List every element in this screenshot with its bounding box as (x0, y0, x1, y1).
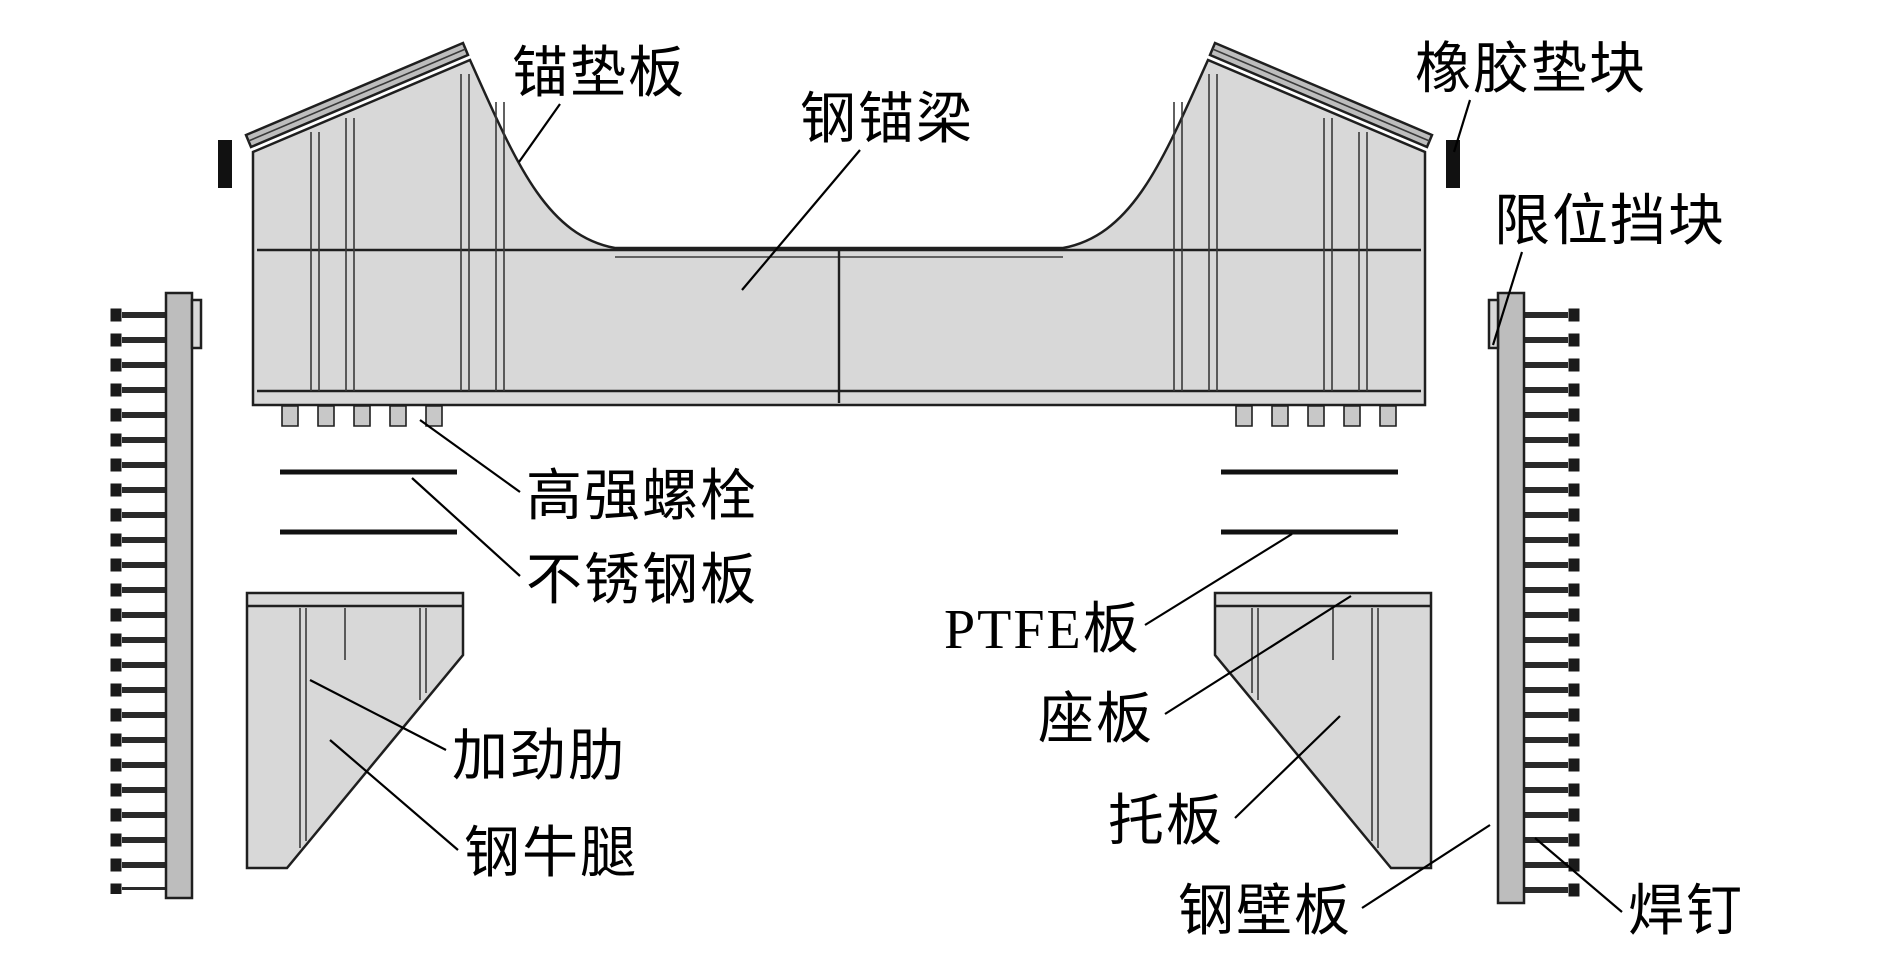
corbel-left-stiffeners (299, 608, 427, 848)
leader-limit-stop-block (1491, 251, 1524, 346)
anchor-pad-plate-left-line (248, 48, 466, 142)
label-seat-plate: 座板 (1038, 689, 1154, 751)
leader-lines (309, 99, 1623, 913)
limit-stop-block-right (1487, 298, 1500, 350)
label-steel-anchor-beam: 钢锚梁 (800, 89, 974, 151)
high-strength-bolts-right (1235, 405, 1397, 427)
beam-stiffeners-left (310, 74, 505, 391)
high-strength-bolts-left (281, 405, 443, 427)
label-ptfe-plate: PTFE板 (944, 599, 1141, 661)
anchor-pad-plate-right-line (1212, 48, 1430, 142)
leader-steel-corbel (329, 739, 459, 851)
label-limit-stop-block: 限位挡块 (1494, 191, 1726, 253)
text-labels: 锚垫板 钢锚梁 橡胶垫块 限位挡块 高强螺栓 不锈钢板 PTFE板 座板 托板 … (452, 39, 1744, 943)
wall-tab-left (190, 298, 203, 350)
steel-corbel-left (245, 591, 465, 870)
leader-weld-stud (1534, 837, 1623, 913)
label-stainless-steel-plate: 不锈钢板 (526, 550, 758, 612)
label-steel-corbel: 钢牛腿 (464, 823, 638, 885)
label-anchor-pad-plate: 锚垫板 (512, 43, 686, 105)
label-high-strength-bolt: 高强螺栓 (526, 466, 758, 528)
corbel-left-outline (245, 591, 465, 870)
leader-seat-plate (1164, 595, 1352, 715)
label-weld-stud: 焊钉 (1628, 881, 1744, 943)
right-stud-wall (1487, 291, 1580, 905)
leader-stainless-steel-plate (411, 477, 521, 577)
leader-steel-wall-plate (1361, 824, 1491, 909)
leader-rubber-pad-block (1452, 99, 1472, 153)
leader-stiffening-rib (309, 679, 447, 751)
beam-outline (251, 58, 1427, 407)
steel-wall-plate-left (164, 291, 194, 900)
label-support-plate: 托板 (1108, 791, 1224, 853)
rubber-pad-block-right (1446, 140, 1460, 188)
leader-anchor-pad-plate (518, 103, 561, 163)
leader-steel-anchor-beam (741, 149, 861, 291)
leader-ptfe-plate (1144, 533, 1293, 626)
steel-corbel-right (1213, 591, 1433, 870)
leader-high-strength-bolt (419, 419, 521, 493)
corbel-right-outline (1213, 591, 1433, 870)
label-stiffening-rib: 加劲肋 (452, 726, 626, 788)
label-rubber-pad-block: 橡胶垫块 (1415, 39, 1647, 101)
leader-support-plate (1234, 715, 1341, 819)
beam-stiffeners-right (1173, 74, 1368, 391)
left-stud-wall (110, 291, 203, 900)
rubber-pad-block-left (218, 140, 232, 188)
sliding-plates (280, 469, 1398, 535)
label-steel-wall-plate: 钢壁板 (1178, 881, 1352, 943)
steel-anchor-beam (218, 41, 1460, 427)
steel-wall-plate-right (1496, 291, 1526, 905)
